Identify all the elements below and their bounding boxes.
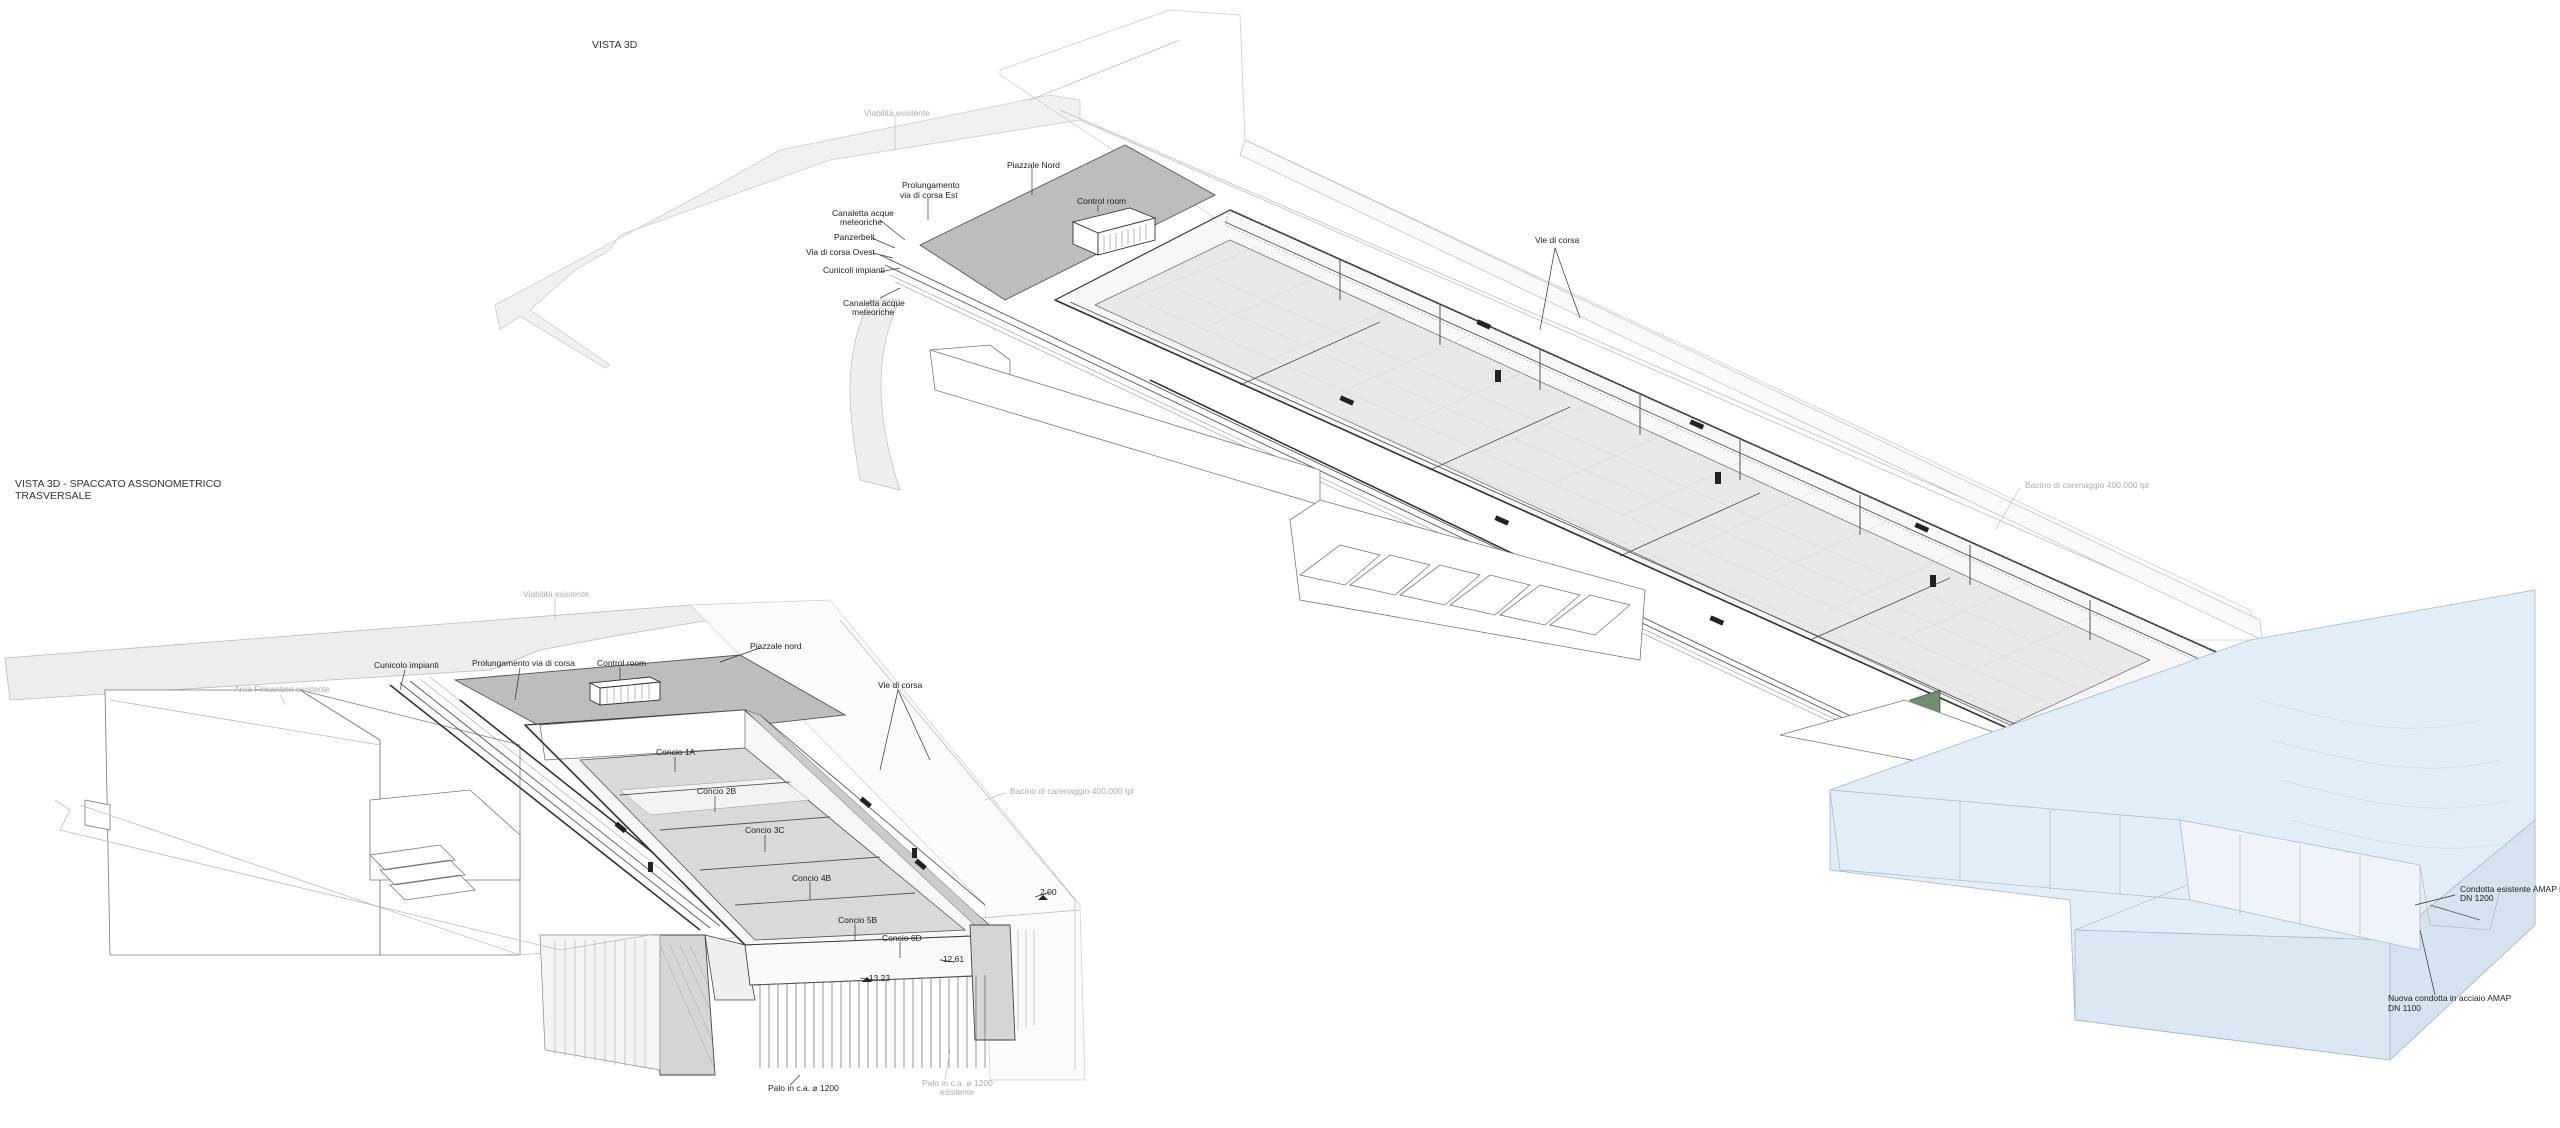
fincantieri-buildings-lower [84, 689, 521, 956]
label-concio-5b: Concio 5B [838, 915, 878, 925]
label-vie-di-corsa-upper: Vie di corsa [1535, 235, 1580, 245]
stepped-buildings-upper [929, 344, 1646, 661]
label-bacino-upper: Bacino di carenaggio 400.000 tpl [2025, 480, 2149, 490]
control-room-building-lower [588, 676, 662, 706]
label-condotta-esistente-line2: DN 1200 [2460, 893, 2494, 903]
label-bacino-lower: Bacino di carenaggio 400.000 tpl [1010, 786, 1134, 796]
existing-road-upper [494, 94, 1081, 369]
label-nuova-condotta-line2: DN 1100 [2388, 1003, 2421, 1013]
label-viabilita-esistente-lower: Viabilità esistente [523, 589, 589, 599]
label-prolungamento-line1-upper: Prolungamento [902, 180, 960, 190]
label-canaletta2-line1-upper: Canaletta acque [843, 298, 905, 308]
label-piazzale-nord-lower: Piazzale nord [750, 641, 802, 651]
title-vista-3d: VISTA 3D [592, 39, 638, 51]
label-area-fincantieri: Area Fincantieri esistente [234, 684, 330, 694]
label-prolungamento-lower: Prolungamento via di corsa [472, 658, 575, 668]
title-spaccato-line1: VISTA 3D - SPACCATO ASSONOMETRICO [15, 478, 221, 490]
label-cunicoli-impianti-upper: Cunicoli impianti [823, 265, 885, 275]
label-control-room-lower: Control room [597, 658, 646, 668]
label-quota-13-23: -13.23 [866, 973, 890, 983]
label-quota-2-00: 2.00 [1040, 887, 1057, 897]
label-cunicolo-impianti-lower: Cunicolo impianti [374, 660, 439, 670]
label-palo-esistente-line1: Palo in c.a. ⌀ 1200 [922, 1078, 993, 1088]
label-palo-nuovo: Palo in c.a. ⌀ 1200 [768, 1083, 839, 1093]
label-concio-6d: Concio 6D [882, 933, 922, 943]
label-prolungamento-line2-upper: via di corsa Est [900, 190, 958, 200]
title-spaccato-line2: TRASVERSALE [15, 490, 91, 502]
label-concio-3c: Concio 3C [745, 825, 785, 835]
cross-section-piles [539, 924, 1035, 1076]
label-palo-esistente-line2: esistente [940, 1087, 974, 1097]
label-concio-2b: Concio 2B [697, 786, 737, 796]
label-viabilita-esistente-upper: Viabilità esistente [864, 108, 930, 118]
label-vie-di-corsa-lower: Vie di corsa [878, 680, 923, 690]
control-room-building-upper [1071, 207, 1157, 256]
harbour-water-upper [1829, 589, 2536, 1061]
label-concio-4b: Concio 4B [792, 873, 832, 883]
lower-section-view: Viabilità esistente Cunicolo impianti Pr… [4, 589, 1134, 1097]
label-canaletta-line1-upper: Canaletta acque [832, 208, 894, 218]
label-condotta-esistente-line1: Condotta esistente AMAP in PE40 [2460, 884, 2560, 894]
label-panzerbelt-upper: Panzerbelt [834, 232, 875, 242]
label-piazzale-nord-upper: Piazzale Nord [1007, 160, 1060, 170]
label-via-corsa-ovest-upper: Via di corsa Ovest [806, 247, 875, 257]
label-quota-12-61: -12.61 [940, 954, 964, 964]
label-canaletta2-line2-upper: meteoriche [852, 307, 894, 317]
label-nuova-condotta-line1: Nuova condotta in acciaio AMAP [2388, 993, 2512, 1003]
label-control-room-upper: Control room [1077, 196, 1126, 206]
upper-3d-view: Viabilità esistente Piazzale Nord Prolun… [494, 9, 2560, 1061]
piazzale-nord-upper [919, 144, 1216, 301]
label-concio-1a: Concio 1A [656, 747, 696, 757]
label-canaletta-line2-upper: meteoriche [840, 217, 882, 227]
dry-dock-basin-upper [1053, 209, 2256, 771]
